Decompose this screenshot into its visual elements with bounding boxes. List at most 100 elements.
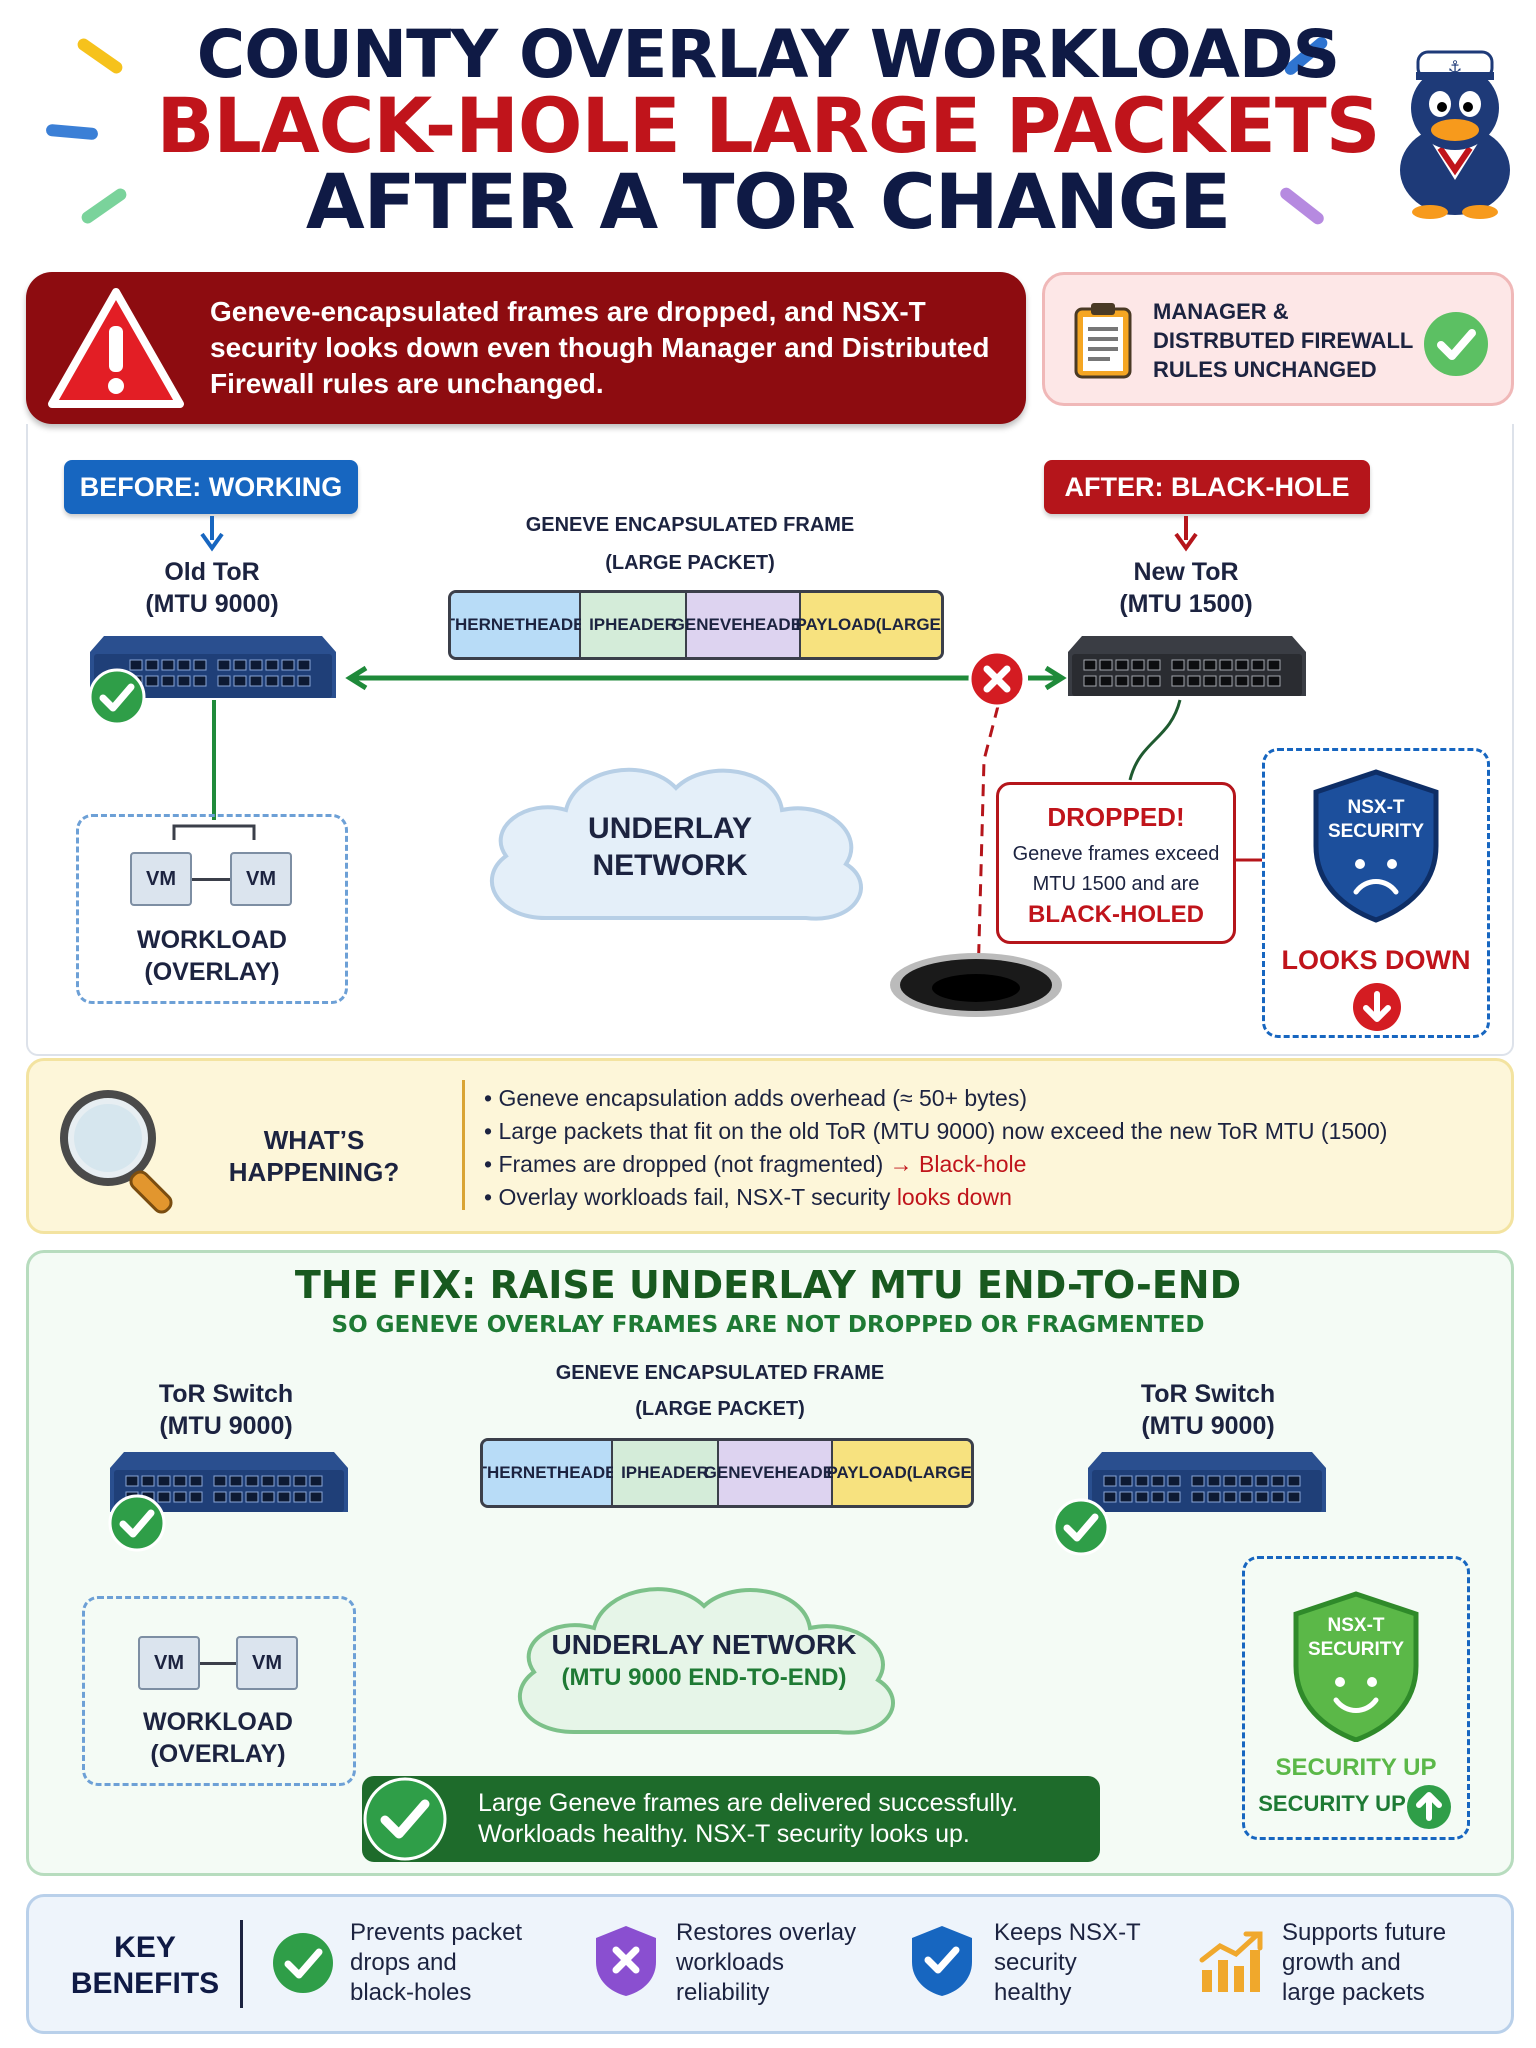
new-tor-switch-icon xyxy=(1068,636,1306,696)
dropped-line1: Geneve frames exceed xyxy=(1012,843,1220,865)
underlay-top-line2: NETWORK xyxy=(592,849,748,882)
new-tor-name: New ToR xyxy=(1133,558,1239,586)
frame-title-line2: (LARGE PACKET) xyxy=(605,552,775,574)
cloud-icon xyxy=(517,1587,895,1735)
list-item: Overlay workloads fail, NSX-T security l… xyxy=(484,1181,1387,1214)
check-circle-icon xyxy=(1052,1498,1110,1556)
old-tor-mtu: (MTU 9000) xyxy=(145,590,279,618)
fix-frame-title-line2: (LARGE PACKET) xyxy=(635,1398,805,1420)
vm-link xyxy=(200,1662,236,1665)
before-tag: BEFORE: WORKING xyxy=(64,460,358,514)
frame-cell-payload: PAYLOAD(LARGE) xyxy=(826,1441,971,1505)
check-circle-icon xyxy=(108,1494,166,1552)
vm-box: VM xyxy=(230,852,292,906)
divider xyxy=(240,1920,243,2008)
nsx-down-box xyxy=(1262,748,1490,1038)
shield-x-icon xyxy=(596,1926,656,1996)
nsx-up-line1: NSX-T xyxy=(1327,1615,1385,1636)
alert-text: Geneve-encapsulated frames are dropped, … xyxy=(210,296,990,399)
whats-happening-list: Geneve encapsulation adds overhead (≈ 50… xyxy=(484,1082,1387,1214)
list-item: Geneve encapsulation adds overhead (≈ 50… xyxy=(484,1082,1387,1115)
svg-text:⚓: ⚓ xyxy=(1448,57,1462,76)
nsx-down-line1: NSX-T xyxy=(1347,797,1405,818)
title-line-1: COUNTY OVERLAY WORKLOADS xyxy=(196,16,1340,93)
fix-panel xyxy=(26,1250,1514,1876)
cloud-icon xyxy=(489,767,863,921)
fix-underlay-line1: UNDERLAY NETWORK xyxy=(551,1629,857,1660)
vm-box: VM xyxy=(236,1636,298,1690)
vm-box: VM xyxy=(130,852,192,906)
tor-switch-icon xyxy=(1088,1452,1326,1512)
nsx-up-box xyxy=(1242,1556,1470,1840)
check-circle-icon xyxy=(273,1933,333,1993)
looks-down-text: LOOKS DOWN xyxy=(1281,945,1471,975)
frame-cell-ethernet: ETHERNETHEADER xyxy=(451,593,597,657)
before-workload-line2: (OVERLAY) xyxy=(144,958,280,986)
fix-workload-box xyxy=(82,1596,356,1786)
old-tor-name: Old ToR xyxy=(164,558,260,586)
shield-check-icon xyxy=(912,1926,972,1996)
success-line2: Workloads healthy. NSX-T security looks … xyxy=(478,1820,970,1848)
whats-happening-title: WHAT’S HAPPENING? xyxy=(228,1125,400,1187)
before-workload-box xyxy=(76,814,348,1004)
title-line-3: AFTER A TOR CHANGE xyxy=(305,157,1231,246)
title-line-2: BLACK-HOLE LARGE PACKETS xyxy=(156,81,1380,170)
nsx-shield-happy-icon xyxy=(1293,1591,1419,1742)
fix-right-tor-mtu: (MTU 9000) xyxy=(1141,1412,1275,1440)
fix-left-tor-mtu: (MTU 9000) xyxy=(159,1412,293,1440)
check-circle-icon xyxy=(363,1777,447,1861)
fix-workload-line2: (OVERLAY) xyxy=(150,1740,286,1768)
divider xyxy=(462,1080,465,1210)
list-item: Frames are dropped (not fragmented) → Bl… xyxy=(484,1148,1387,1181)
magnifier-icon xyxy=(60,1090,173,1214)
frame-cell-payload: PAYLOAD(LARGE) xyxy=(795,593,941,657)
fix-workload-line1: WORKLOAD xyxy=(143,1708,293,1736)
frame-cell-ethernet: ETHERNETHEADER xyxy=(483,1441,629,1505)
security-up-text-2: SECURITY UP xyxy=(1258,1791,1406,1816)
frame-title-line1: GENEVE ENCAPSULATED FRAME xyxy=(525,514,855,536)
sailor-duck-mascot-icon: ⚓ xyxy=(1400,50,1510,219)
security-up-text-1: SECURITY UP xyxy=(1275,1754,1437,1781)
arrow-up-icon xyxy=(1407,1785,1451,1829)
vm-box: VM xyxy=(138,1636,200,1690)
benefits-title-line2: BENEFITS xyxy=(70,1967,220,2000)
dropped-title: DROPPED! xyxy=(1047,802,1185,832)
blocked-x-icon xyxy=(968,650,1026,708)
fix-frame-title-line1: GENEVE ENCAPSULATED FRAME xyxy=(555,1362,885,1384)
nsx-down-line2: SECURITY xyxy=(1327,821,1425,842)
tor-switch-icon xyxy=(110,1452,348,1512)
dropped-emph: BLACK-HOLED xyxy=(1028,901,1204,928)
fix-title: THE FIX: RAISE UNDERLAY MTU END-TO-END xyxy=(294,1263,1242,1307)
arrow-down-icon xyxy=(1353,983,1401,1031)
clipboard-icon xyxy=(1074,303,1132,379)
benefits-title-line1: KEY xyxy=(114,1931,176,1964)
check-circle-icon xyxy=(88,668,146,726)
check-circle-icon xyxy=(1424,312,1488,376)
nsx-shield-sad-icon xyxy=(1313,769,1439,923)
success-line1: Large Geneve frames are delivered succes… xyxy=(478,1789,1019,1817)
success-banner: Large Geneve frames are delivered succes… xyxy=(362,1776,1100,1862)
rules-unchanged-text: MANAGER & DISTRBUTED FIREWALL RULES UNCH… xyxy=(1153,299,1413,382)
warning-triangle-icon xyxy=(48,288,184,408)
fix-subtitle: SO GENEVE OVERLAY FRAMES ARE NOT DROPPED… xyxy=(331,1312,1205,1338)
list-item: Large packets that fit on the old ToR (M… xyxy=(484,1115,1387,1148)
fix-right-tor-name: ToR Switch xyxy=(1140,1380,1276,1408)
vm-link xyxy=(192,878,230,881)
dropped-box: DROPPED! Geneve frames exceed MTU 1500 a… xyxy=(996,782,1236,944)
rules-unchanged-card: MANAGER & DISTRBUTED FIREWALL RULES UNCH… xyxy=(1042,272,1514,406)
after-tag: AFTER: BLACK-HOLE xyxy=(1044,460,1370,514)
before-workload-line1: WORKLOAD xyxy=(137,926,287,954)
before-after-panel xyxy=(26,424,1514,1056)
fix-underlay-line2: (MTU 9000 END-TO-END) xyxy=(561,1664,847,1691)
alert-banner: Geneve-encapsulated frames are dropped, … xyxy=(26,272,1026,424)
old-tor-switch-icon xyxy=(90,636,336,698)
dropped-line2: MTU 1500 and are xyxy=(1032,873,1200,895)
